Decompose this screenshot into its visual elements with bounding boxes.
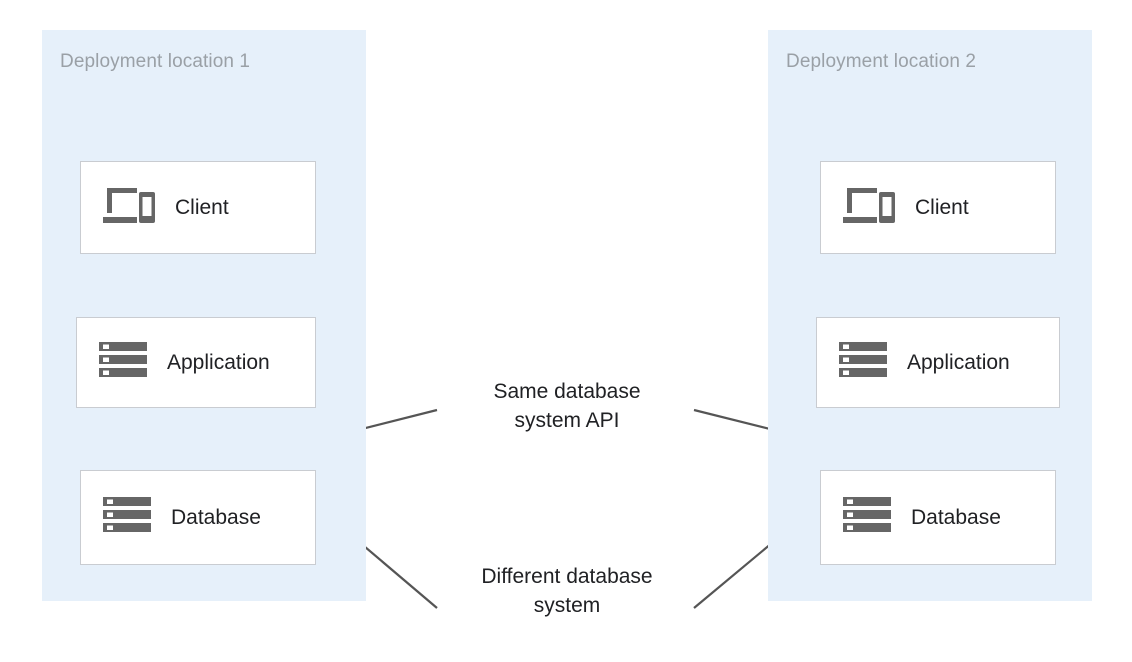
node-application-location-1[interactable]: Application: [76, 317, 316, 408]
node-database-location-2[interactable]: Database: [820, 470, 1056, 565]
node-label-database-2: Database: [911, 505, 1001, 529]
node-label-application-2: Application: [907, 350, 1010, 374]
panel-title-location-1: Deployment location 1: [60, 51, 251, 72]
node-database-location-1[interactable]: Database: [80, 470, 316, 565]
server-stack-icon: [843, 495, 891, 540]
node-application-location-2[interactable]: Application: [816, 317, 1060, 408]
devices-icon: [103, 184, 155, 231]
devices-icon: [843, 184, 895, 231]
server-stack-icon: [839, 340, 887, 385]
server-stack-icon: [103, 495, 151, 540]
node-label-client-2: Client: [915, 195, 969, 219]
node-client-location-2[interactable]: Client: [820, 161, 1056, 254]
annotation-same-database-system-api: Same database system API: [493, 380, 641, 432]
server-stack-icon: [99, 340, 147, 385]
node-label-client-1: Client: [175, 195, 229, 219]
node-client-location-1[interactable]: Client: [80, 161, 316, 254]
panel-title-location-2: Deployment location 2: [786, 51, 977, 72]
annotation-different-database-system: Different database system: [481, 565, 653, 617]
node-label-application-1: Application: [167, 350, 270, 374]
node-label-database-1: Database: [171, 505, 261, 529]
